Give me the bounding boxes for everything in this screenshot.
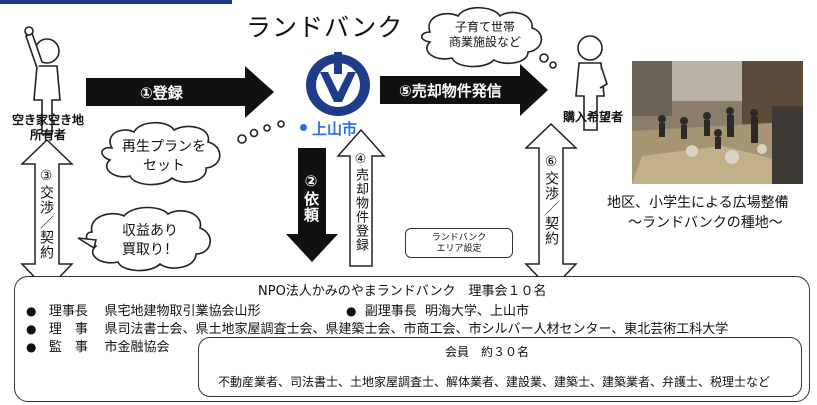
board-value: 県宅地建物取引業協会山形 — [104, 304, 261, 319]
board-value: 県司法書士会、県土地家屋調査士会、県建築士会、市商工会、市シルバー人材センター、… — [104, 322, 729, 337]
board-row-auditor: ● 監 事 市金融協会 — [26, 340, 170, 355]
register-arrow-label: ①登録 — [140, 84, 183, 102]
buyer-cloud-text: 子育て世帯 商業施設など — [440, 20, 530, 50]
page-title: ランドバンク — [246, 13, 404, 42]
area-box-line1: ランドバンク — [431, 233, 487, 243]
plan-cloud-text: 再生プランを セット — [114, 138, 214, 176]
header-strip — [0, 0, 232, 4]
board-row-directors: ● 理 事 県司法書士会、県土地家屋調査士会、県建築士会、市商工会、市シルバー人… — [26, 322, 729, 337]
profit-cloud-line2: 買取り！ — [122, 242, 178, 258]
plaza-maintenance-photo — [632, 61, 803, 184]
plan-cloud-line2: セット — [143, 158, 185, 174]
logo-dot — [300, 124, 307, 131]
board-row-chairman: ● 理事長 県宅地建物取引業協会山形 — [26, 304, 261, 319]
profit-thought-cloud — [77, 206, 211, 272]
buyer-cloud-line2: 商業施設など — [448, 35, 521, 49]
register-listing-arrow — [336, 128, 386, 267]
negotiate-buyer-arrow-label: ⑥交渉／契約 — [543, 154, 559, 246]
buyer-thought-cloud — [420, 6, 557, 69]
buyer-label: 購入希望者 — [563, 110, 624, 124]
members-box — [198, 337, 802, 397]
request-arrow — [286, 148, 338, 262]
photo-scene-icon — [632, 61, 803, 184]
plan-cloud-line1: 再生プランを — [122, 139, 206, 155]
city-name: 上山市 — [312, 120, 358, 138]
board-row-vice-chairman: ● 副理事長 明海大学、上山市 — [346, 304, 530, 319]
profit-cloud-text: 収益あり 買取り！ — [100, 222, 200, 260]
announce-arrow-label: ⑤売却物件発信 — [399, 82, 502, 100]
profit-cloud-line1: 収益あり — [122, 223, 178, 239]
negotiate-owner-arrow-label: ③交渉／契約 — [38, 168, 54, 260]
board-role: 副理事長 — [364, 304, 417, 319]
plan-thought-cloud — [101, 120, 285, 186]
landbank-area-box: ランドバンク エリア設定 — [405, 228, 513, 258]
area-box-line2: エリア設定 — [436, 244, 482, 254]
register-arrow — [86, 66, 274, 118]
members-title: 会員 約３０名 — [445, 345, 530, 359]
photo-caption-line2: ～ランドバンクの種地～ — [628, 215, 783, 231]
board-value: 明海大学、上山市 — [425, 304, 530, 319]
npo-heading: NPO法人かみのやまランドバンク 理事会１０名 — [258, 284, 547, 299]
buyer-cloud-line1: 子育て世帯 — [454, 20, 515, 34]
kaminoyama-logo-icon — [306, 52, 370, 116]
board-role: 理事長 — [48, 304, 88, 319]
register-listing-arrow-label: ④売却物件登録 — [353, 152, 368, 252]
board-role: 監 事 — [48, 340, 88, 355]
owner-label: 空き家空き地 所有者 — [8, 113, 88, 143]
photo-caption-line1: 地区、小学生による広場整備 — [607, 195, 789, 211]
owner-label-line2: 所有者 — [29, 128, 66, 142]
announce-arrow — [380, 64, 548, 116]
board-value: 市金融協会 — [104, 340, 170, 355]
buyer-figure-icon — [575, 35, 608, 131]
members-list: 不動産業者、司法書士、土地家屋調査士、解体業者、建設業、建築士、建築業者、弁護士… — [218, 375, 771, 389]
request-arrow-label: ②依頼 — [302, 172, 320, 223]
board-role: 理 事 — [48, 322, 88, 337]
owner-figure-icon — [24, 26, 61, 135]
owner-label-line1: 空き家空き地 — [11, 113, 84, 127]
